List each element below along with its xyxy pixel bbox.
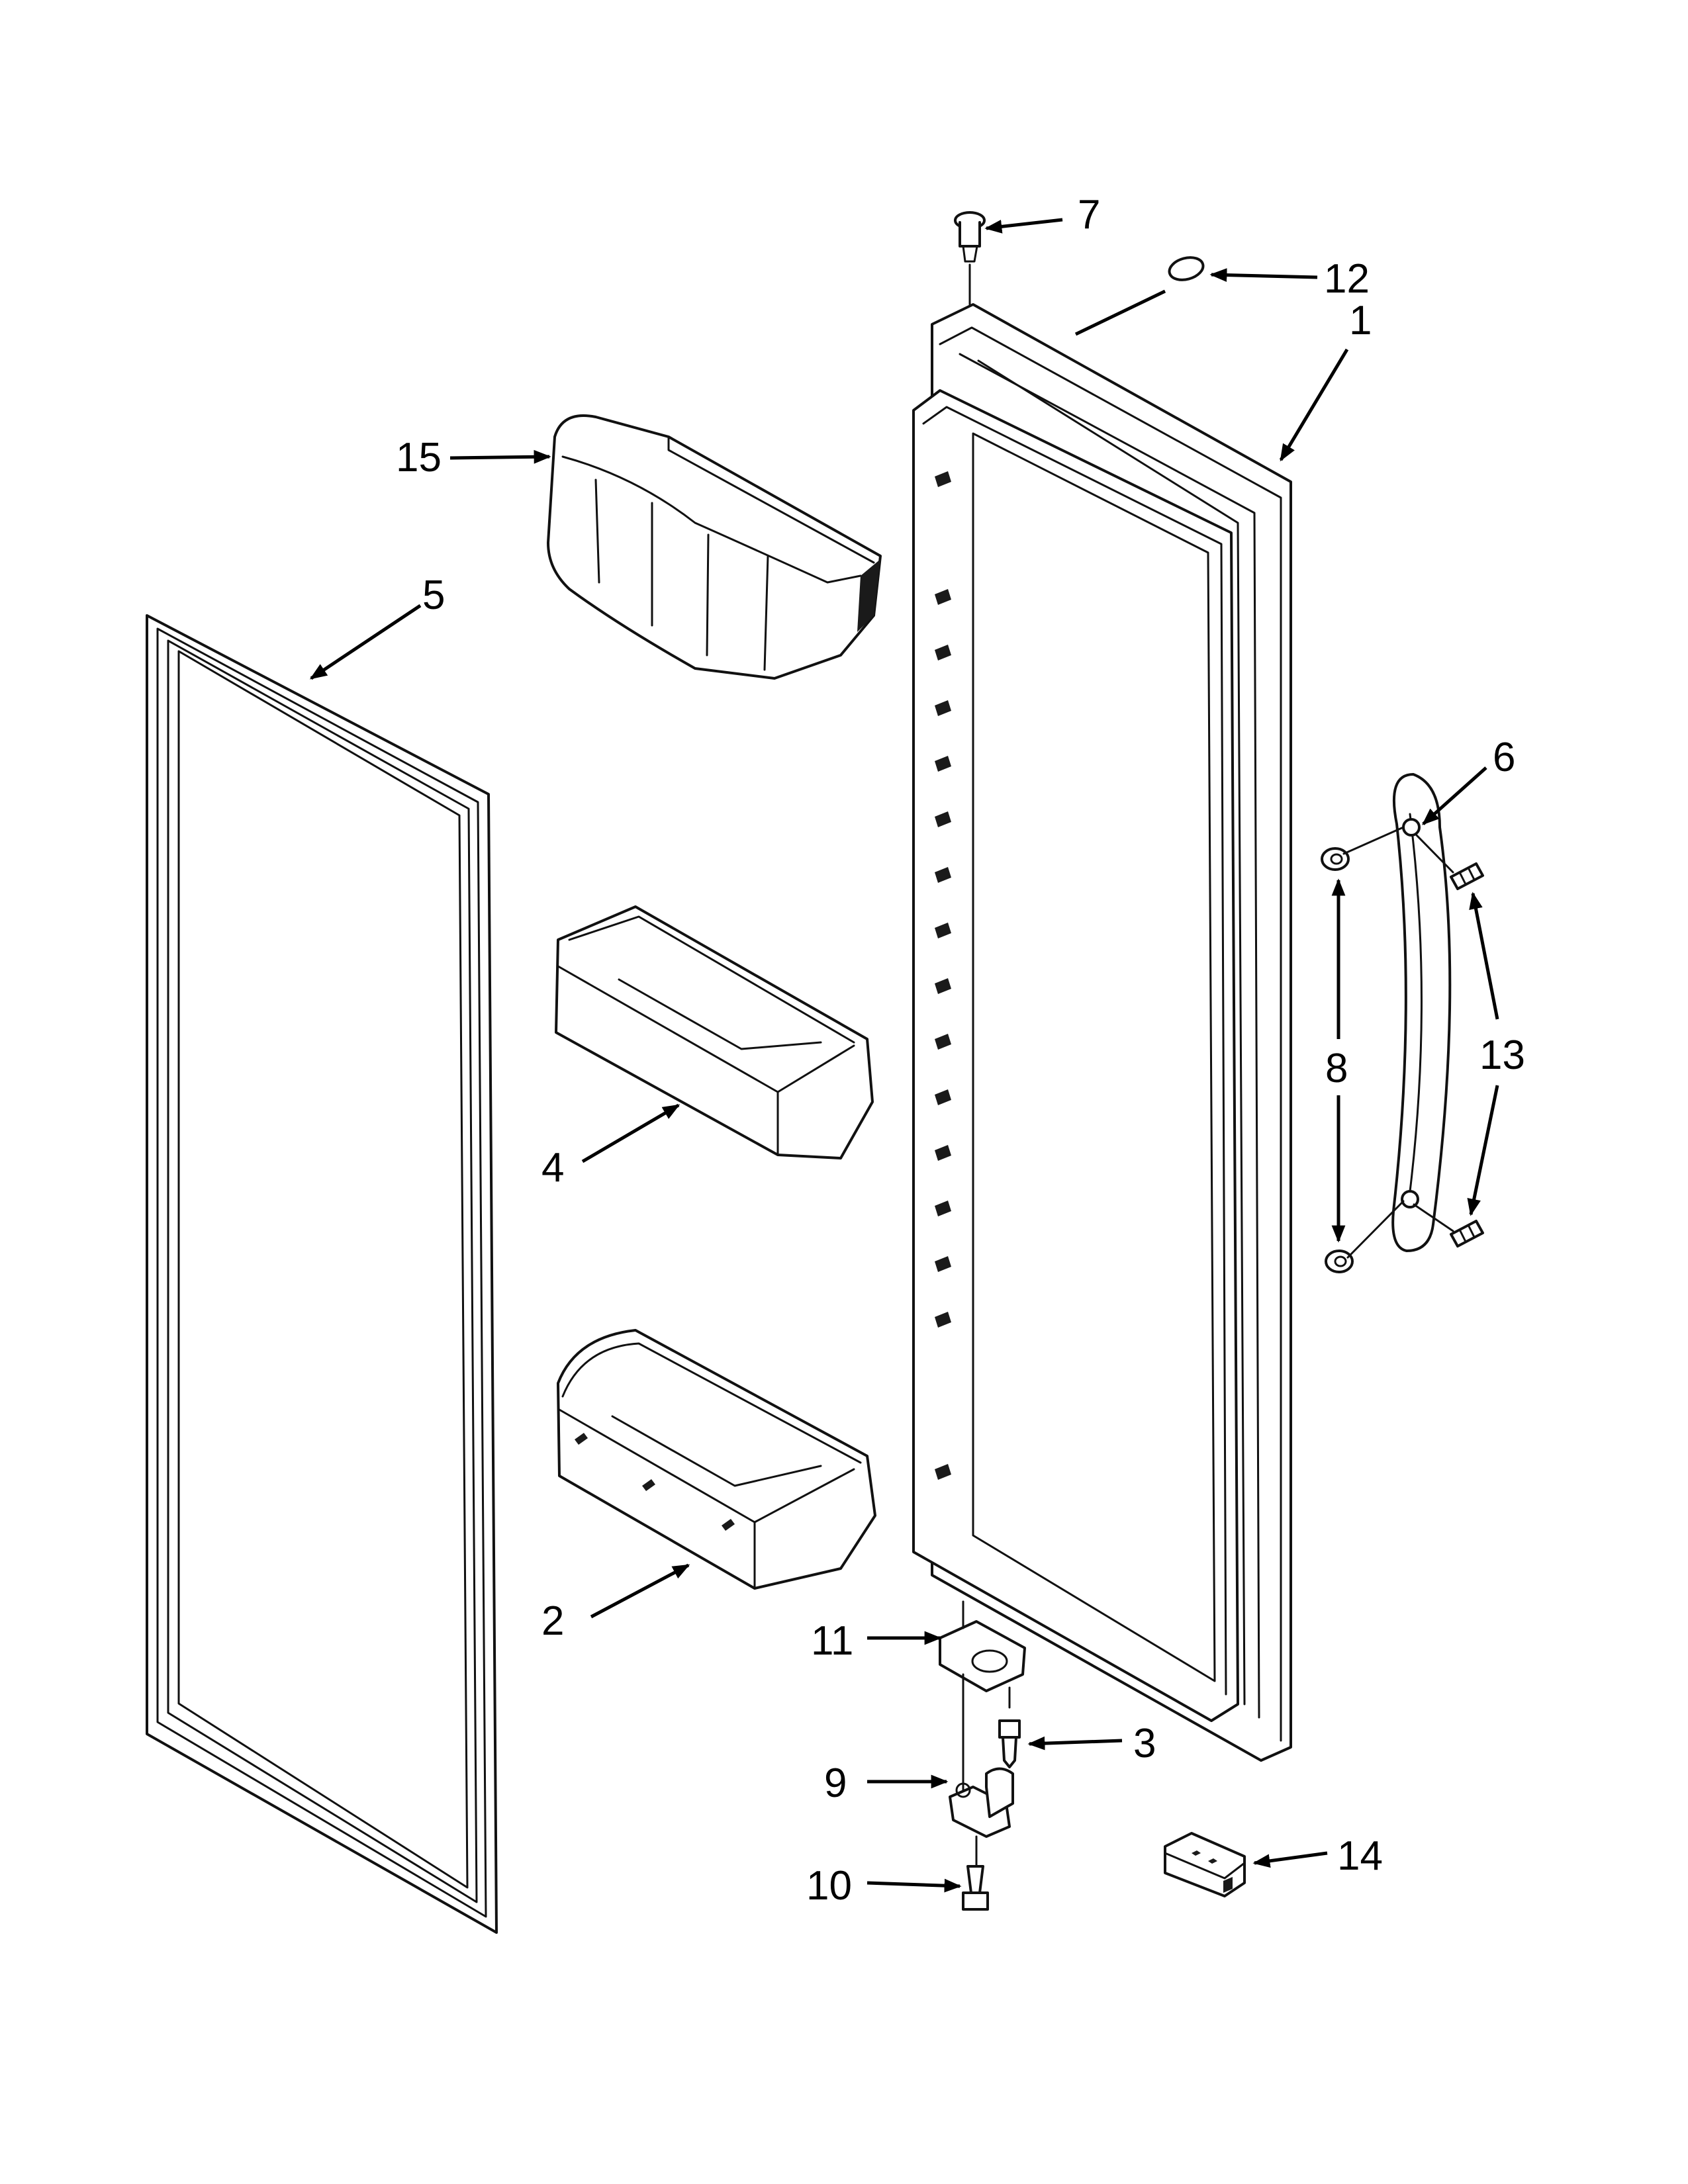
door-bin-lower: [557, 1329, 876, 1590]
hinge-mount-screw: [962, 1865, 989, 1911]
set-screw-top: [1450, 862, 1484, 890]
dairy-bin: [547, 414, 882, 680]
callout-6: 6: [1493, 735, 1515, 780]
handle-nut-bottom: [1325, 1250, 1354, 1273]
callout-labels: 1 2 3 4 5 6 7 8 9 10 11 12 13 14 15: [396, 192, 1525, 1909]
door-handle: [1391, 773, 1452, 1252]
door-shelf-tabs: [935, 471, 951, 1480]
hinge-screw: [998, 1719, 1021, 1768]
lower-hinge: [949, 1767, 1014, 1868]
callout-5: 5: [422, 572, 445, 618]
callout-1: 1: [1349, 298, 1372, 343]
leader-lines: [309, 218, 1499, 1893]
hinge-plate: [939, 1600, 1026, 1795]
callout-10: 10: [806, 1863, 852, 1909]
callout-13: 13: [1479, 1032, 1525, 1078]
door-assembly: [912, 303, 1292, 1762]
callout-14: 14: [1337, 1833, 1383, 1879]
callout-7: 7: [1078, 192, 1100, 238]
hinge-bushing: [954, 211, 986, 306]
o-ring: [1168, 256, 1205, 281]
callout-9: 9: [824, 1760, 847, 1806]
callout-11: 11: [811, 1618, 853, 1664]
door-gasket: [146, 614, 498, 1934]
callout-4: 4: [541, 1145, 564, 1191]
callout-15: 15: [396, 435, 442, 480]
callout-8: 8: [1325, 1046, 1348, 1091]
door-bin-middle: [555, 905, 874, 1160]
set-screw-bottom: [1450, 1220, 1484, 1248]
handle-nut-top: [1321, 847, 1350, 871]
callout-12: 12: [1324, 256, 1370, 302]
callout-3: 3: [1133, 1721, 1156, 1766]
hinge-cover: [1164, 1832, 1246, 1897]
callout-2: 2: [541, 1598, 564, 1644]
